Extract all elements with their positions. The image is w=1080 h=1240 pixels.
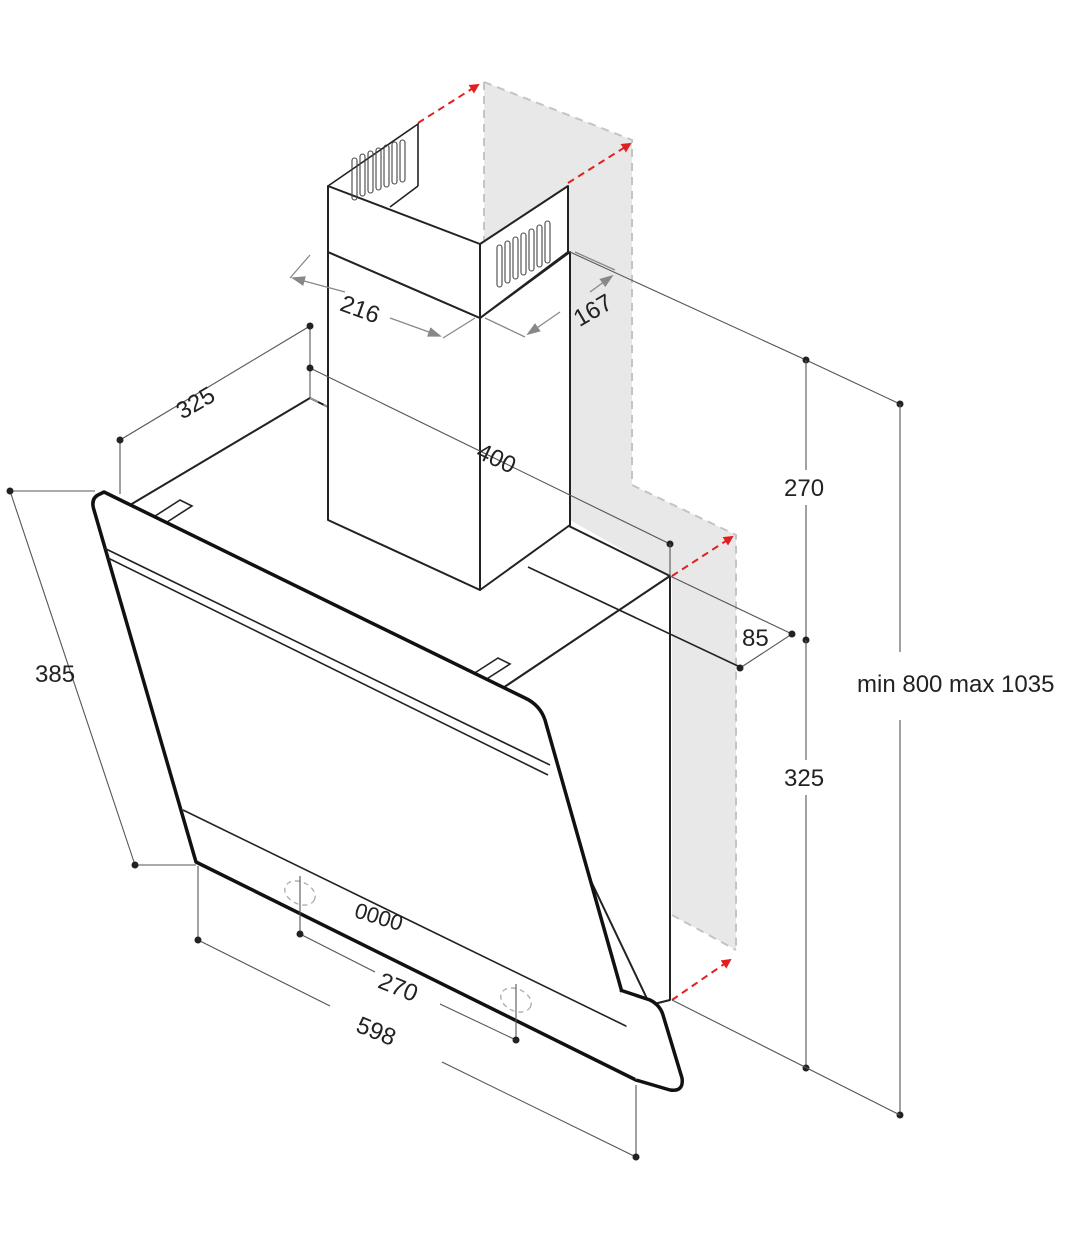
dimension-labels: 216 167 325 400 385 270 85 325 min 800 m…	[35, 289, 1054, 1052]
label-glass-height: 385	[35, 661, 75, 688]
label-chimney-upper-height: 270	[784, 475, 824, 502]
control-knob-left-icon	[284, 880, 316, 906]
label-hood-lower-height: 325	[784, 765, 824, 792]
wall-mounting-arrows	[417, 83, 734, 1001]
dimension-lines	[6, 251, 904, 1161]
label-overall-width: 598	[352, 1012, 399, 1052]
chimney	[327, 122, 571, 591]
label-wall-offset: 85	[742, 625, 769, 652]
vent-slots-back	[351, 139, 406, 201]
control-knob-right-icon	[500, 987, 532, 1013]
label-fixing-hole-spacing: 270	[374, 968, 421, 1008]
vent-slots-side	[496, 220, 551, 288]
label-total-height: min 800 max 1035	[857, 671, 1054, 698]
glass-panel	[91, 490, 684, 1092]
wall-surface	[483, 81, 737, 951]
label-hood-top-depth: 325	[172, 382, 220, 425]
